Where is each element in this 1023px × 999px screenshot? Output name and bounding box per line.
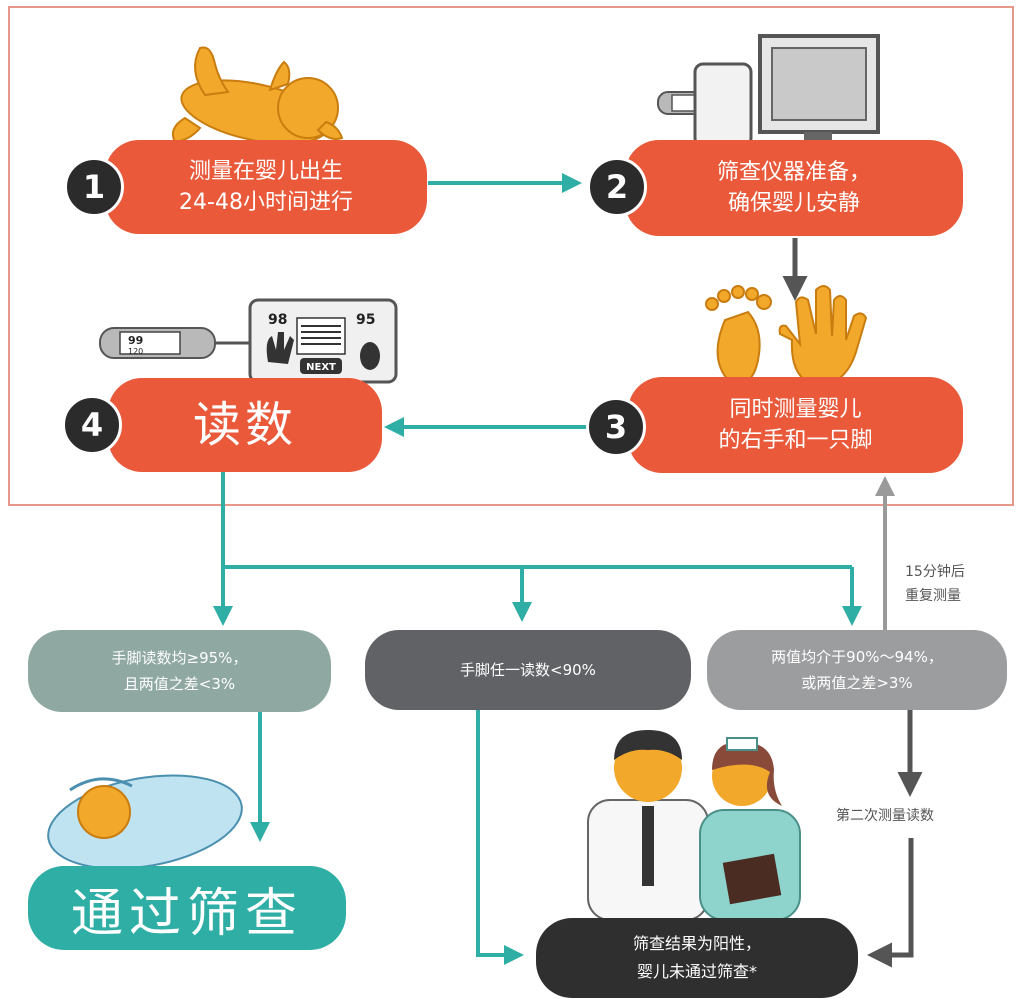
- second-reading-label: 第二次测量读数: [836, 808, 934, 824]
- passed-screening-box: 通过筛查: [28, 866, 346, 950]
- swaddled-baby-illustration: [47, 774, 243, 870]
- outcome-fail-text: 手脚任一读数<90%: [460, 661, 596, 679]
- oximeter-monitor-illustration: [99, 298, 398, 384]
- positive-result-text: 筛查结果为阳性， 婴儿未通过筛查*: [632, 934, 761, 981]
- step-1-number: 1: [64, 157, 124, 217]
- foot-hand-illustration: [705, 285, 868, 388]
- screening-device-illustration: [657, 34, 880, 148]
- outcome-retry-text: 两值均介于90%～94%， 或两值之差>3%: [771, 648, 943, 692]
- outcome-fail-box: 手脚任一读数<90%: [365, 630, 691, 710]
- oximeter-value-2: 120: [128, 347, 143, 356]
- step-2-box: 筛查仪器准备， 确保婴儿安静: [625, 140, 963, 236]
- step-4-number: 4: [62, 395, 122, 455]
- outcome-retry-box: 两值均介于90%～94%， 或两值之差>3%: [707, 630, 1007, 710]
- arrow-fail-to-positive: [476, 710, 524, 965]
- monitor-left-value: 98: [268, 312, 287, 328]
- passed-screening-text: 通过筛查: [70, 883, 303, 944]
- outcome-pass-text: 手脚读数均≥95%， 且两值之差<3%: [111, 649, 248, 693]
- positive-result-box: 筛查结果为阳性， 婴儿未通过筛查*: [536, 918, 858, 998]
- arrow-second-reading-to-positive: [867, 838, 914, 968]
- arrow-step4-to-outcomes: [213, 472, 862, 626]
- step-2-text: 筛查仪器准备， 确保婴儿安静: [716, 160, 871, 216]
- step-4-text: 读数: [192, 397, 297, 453]
- step-2-number: 2: [587, 157, 647, 217]
- step-3-number: 3: [586, 397, 646, 457]
- outcome-pass-box: 手脚读数均≥95%， 且两值之差<3%: [28, 630, 331, 712]
- monitor-next-label: NEXT: [306, 362, 336, 373]
- step-3-text: 同时测量婴儿 的右手和一只脚: [718, 397, 873, 453]
- steps-frame: [8, 6, 1014, 506]
- step-1-text: 测量在婴儿出生 24-48小时间进行: [179, 159, 353, 215]
- step-4-box: 读数: [108, 378, 382, 472]
- baby-illustration: [172, 46, 344, 145]
- retry-note: 15分钟后 重复测量: [905, 564, 965, 604]
- oximeter-value-1: 99: [128, 334, 143, 347]
- step-1-box: 测量在婴儿出生 24-48小时间进行: [105, 140, 427, 234]
- doctor-nurse-illustration: [587, 730, 801, 921]
- monitor-right-value: 95: [356, 312, 375, 328]
- step-3-box: 同时测量婴儿 的右手和一只脚: [628, 377, 963, 473]
